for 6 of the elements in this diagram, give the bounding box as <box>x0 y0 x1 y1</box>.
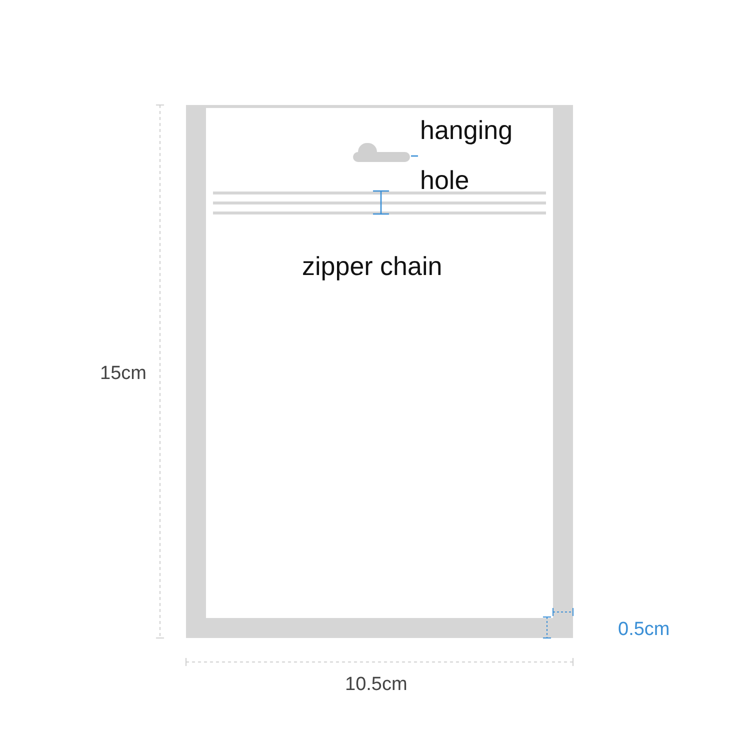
dimension-label: 0.5cm <box>618 620 670 639</box>
dimension-label: 15cm <box>100 364 146 383</box>
part-label: hole <box>420 167 470 193</box>
part-label: zipper chain <box>302 253 442 279</box>
dimension-label: 10.5cm <box>345 675 408 694</box>
part-label: hanging <box>420 117 513 143</box>
